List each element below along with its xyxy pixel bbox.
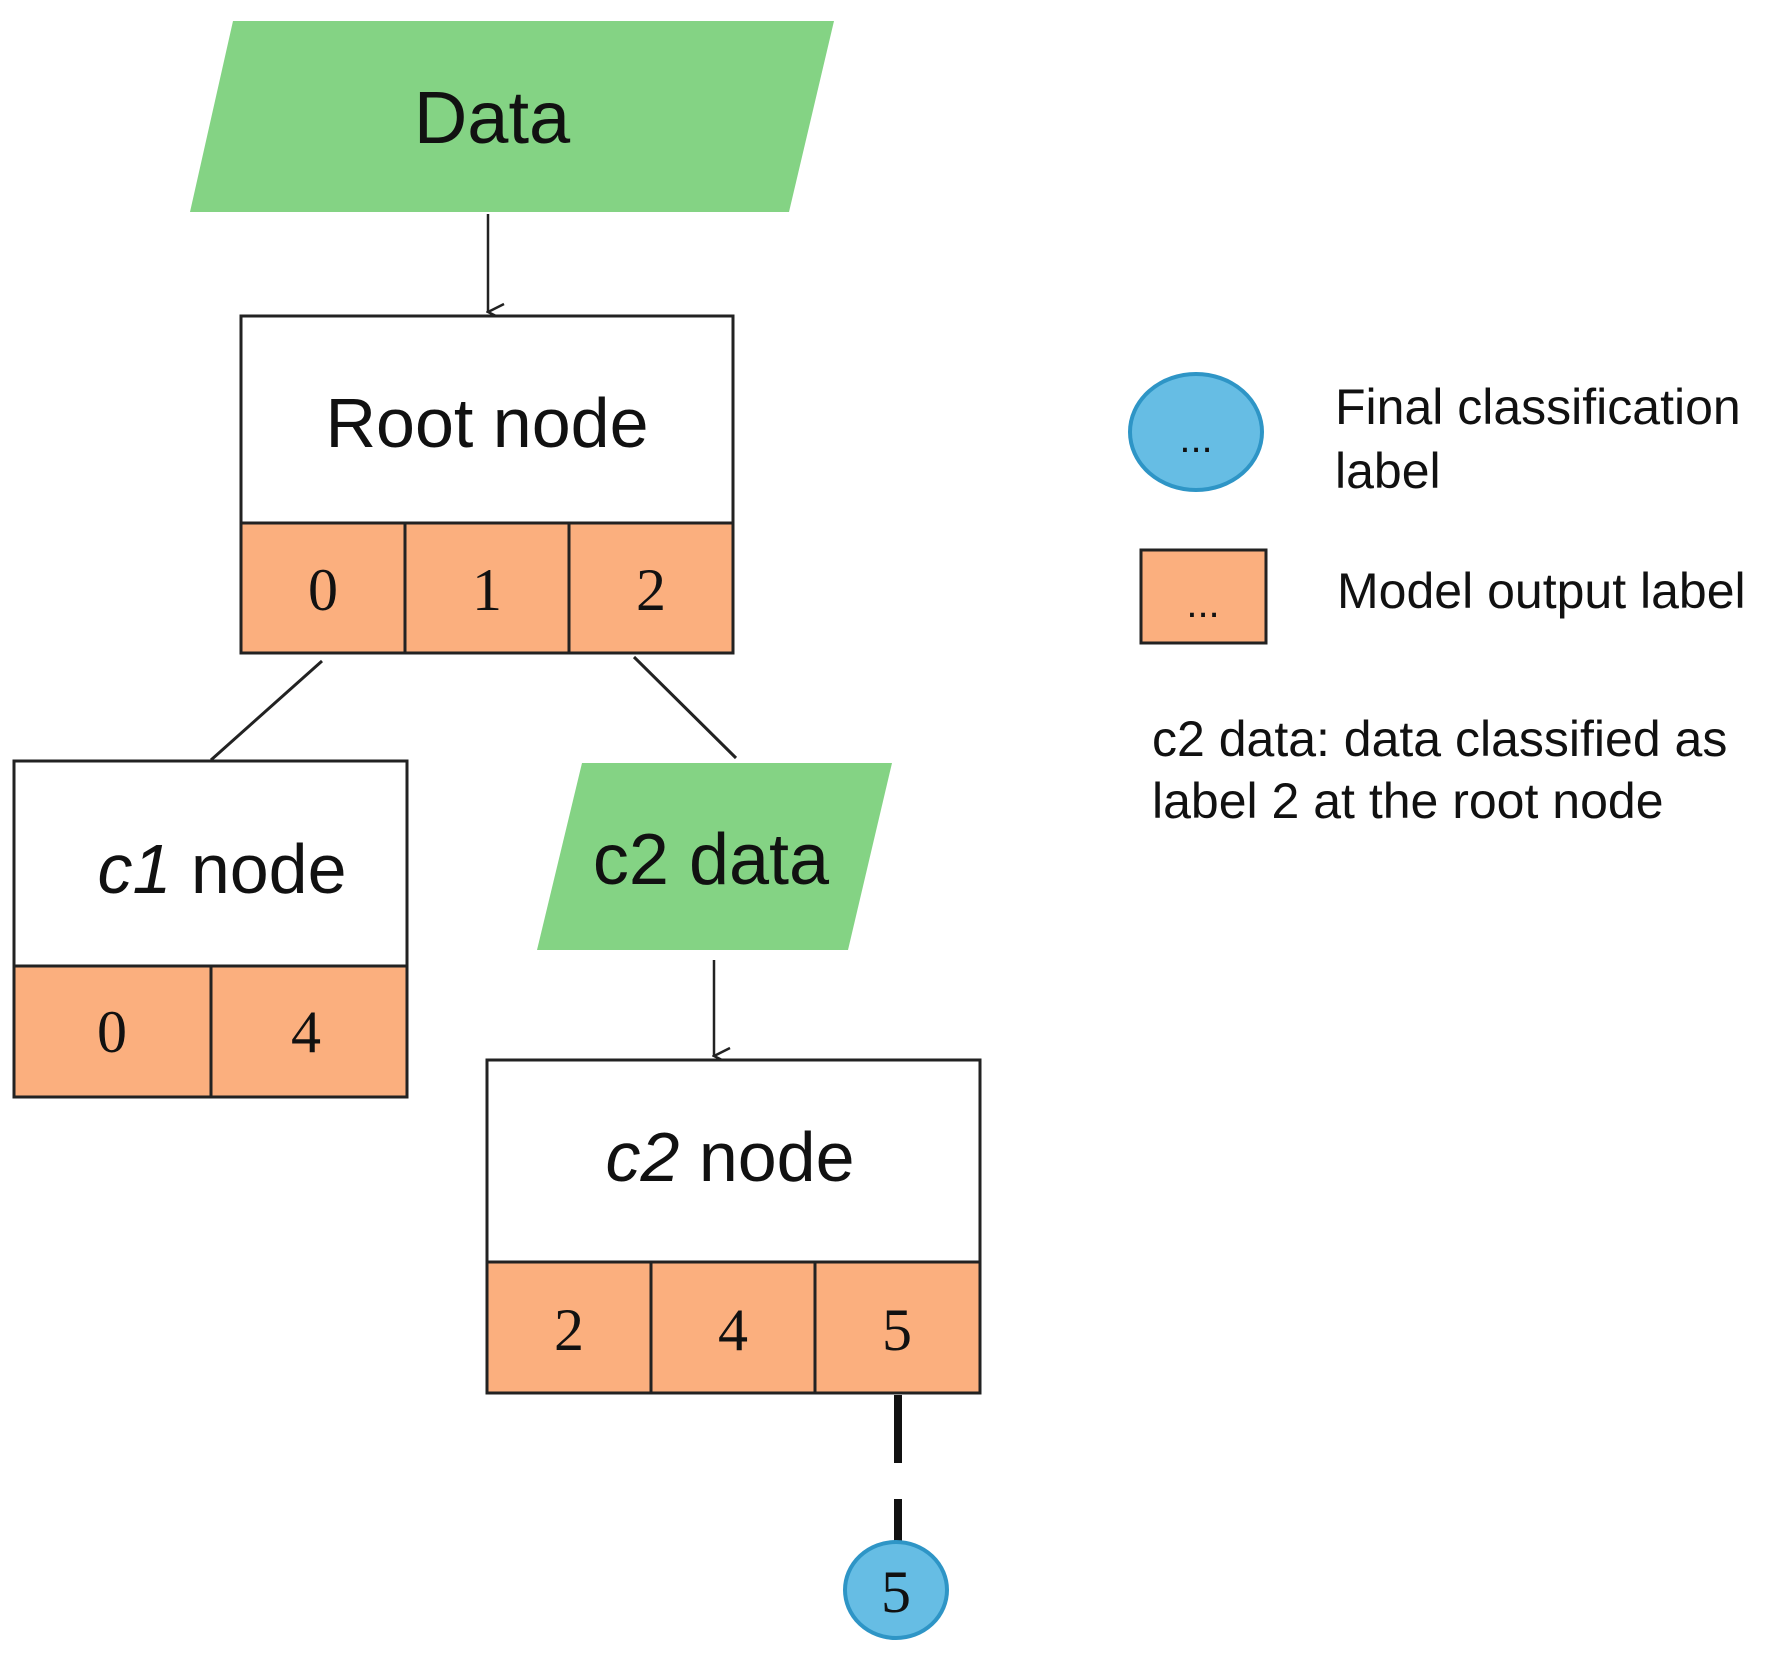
c2-node-box (485, 1058, 982, 1264)
root-node-box (239, 314, 735, 525)
c2-node-title: c2 node (605, 1118, 854, 1196)
c2-label-1: 4 (718, 1297, 748, 1363)
c2-label-cell-1 (649, 1260, 817, 1395)
c2-node: c2 node 2 4 5 (485, 1058, 982, 1395)
c2-node-title-italic: c2 (605, 1118, 679, 1196)
c1-label-cell-1 (209, 964, 409, 1099)
root-node-title: Root node (325, 384, 648, 462)
legend-final-classification-text-line2: label (1335, 443, 1441, 499)
c1-label-0: 0 (97, 999, 127, 1065)
c2-label-cell-0 (485, 1260, 653, 1395)
data-input-label: Data (414, 76, 571, 159)
connector-root-0-to-c1 (210, 659, 323, 762)
legend-model-output-text: Model output label (1337, 563, 1746, 619)
legend-model-output-swatch-dots: ... (1186, 582, 1219, 626)
legend-model-output-swatch (1139, 548, 1268, 645)
connector-root-2-to-c2-data (632, 655, 738, 760)
c2-label-cell-2 (813, 1260, 982, 1395)
c2-data-shape: c2 data (537, 763, 892, 950)
final-classification-circle (843, 1540, 949, 1640)
legend-final-classification-swatch (1128, 372, 1264, 492)
legend-model-output: ... Model output label (1139, 548, 1746, 645)
c2-node-title-rest: node (679, 1118, 854, 1196)
root-label-0: 0 (308, 557, 338, 623)
c1-node: c1 node 0 4 (12, 759, 409, 1099)
c2-label-0: 2 (554, 1297, 584, 1363)
legend-note-line2: label 2 at the root node (1152, 773, 1664, 829)
c2-label-2: 5 (882, 1297, 912, 1363)
legend-final-classification-text-line1: Final classification (1335, 379, 1741, 435)
final-classification-value: 5 (881, 1559, 911, 1625)
final-classification-node: 5 (843, 1540, 949, 1640)
c1-node-box (12, 759, 409, 968)
c1-node-title-italic: c1 (97, 830, 171, 908)
c1-node-title-rest: node (171, 830, 346, 908)
c1-node-title: c1 node (97, 830, 346, 908)
legend-final-classification-swatch-dots: ... (1179, 417, 1212, 461)
data-input-shape: Data (190, 21, 834, 212)
c2-data-label: c2 data (593, 820, 830, 900)
legend: ... Final classification label ... Model… (1128, 372, 1746, 829)
root-node: Root node 0 1 2 (239, 314, 735, 655)
c1-label-1: 4 (291, 999, 321, 1065)
root-label-cell-1 (403, 521, 571, 655)
root-label-cell-0 (239, 521, 407, 655)
root-label-2: 2 (636, 557, 666, 623)
legend-final-classification: ... Final classification label (1128, 372, 1741, 499)
data-input-parallelogram (190, 21, 834, 212)
legend-note: c2 data: data classified as label 2 at t… (1152, 711, 1727, 829)
legend-note-line1: c2 data: data classified as (1152, 711, 1727, 767)
c2-data-parallelogram (537, 763, 892, 950)
root-label-cell-2 (567, 521, 735, 655)
root-label-1: 1 (472, 557, 502, 623)
c1-label-cell-0 (12, 964, 213, 1099)
